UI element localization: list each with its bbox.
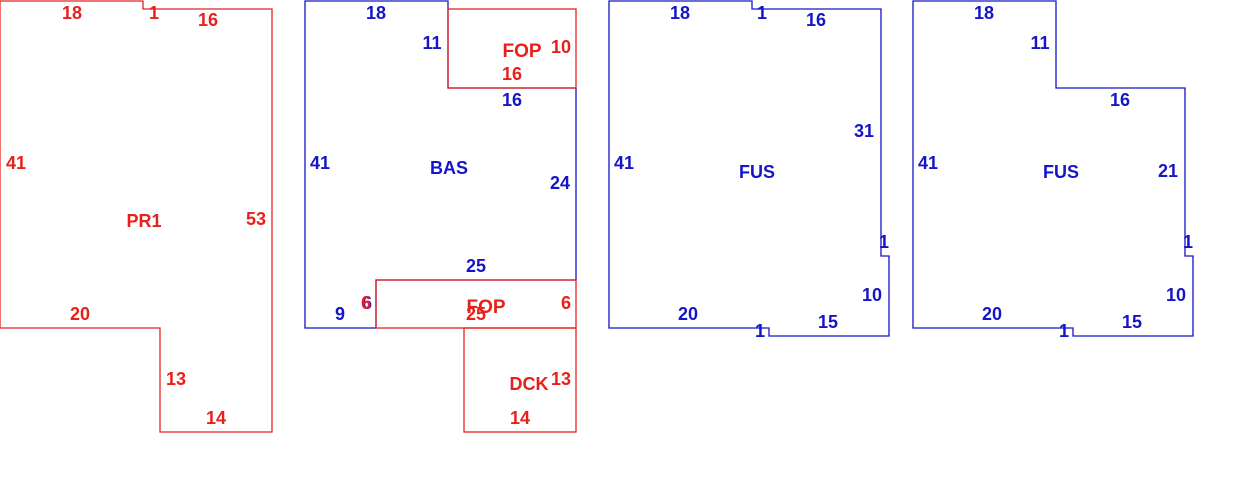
pr1-dim-right: 53: [246, 209, 266, 229]
dck-outline: [463, 327, 577, 433]
fus-a-outline: [608, 0, 890, 337]
dck-area-label: DCK: [510, 374, 549, 394]
bas-dim-inner-top: 16: [502, 90, 522, 110]
fus-b-dim-top: 18: [974, 3, 994, 23]
fus-b-dim-bottom-step: 1: [1059, 321, 1069, 341]
fus-b-dim-bottom-left: 20: [982, 304, 1002, 324]
fop-bottom-dim-bottom: 25: [466, 304, 486, 324]
fus-b-dim-notch-lower: 10: [1166, 285, 1186, 305]
pr1-dim-step: 1: [149, 3, 159, 23]
bas-dim-top: 18: [366, 3, 386, 23]
fus-b-dim-inner-top: 16: [1110, 90, 1130, 110]
fop-top-outline: [447, 8, 577, 89]
bas-dim-right: 24: [550, 173, 570, 193]
fop-bottom-area-label: FOP: [466, 297, 505, 318]
fus-a-dim-bottom-right: 15: [818, 312, 838, 332]
dck-dim-right: 13: [551, 369, 571, 389]
fop-bottom-dim-left: 6: [361, 293, 371, 313]
fus-b-area-label: FUS: [1043, 162, 1079, 182]
fus-a-dim-left: 41: [614, 153, 634, 173]
fus-a-dim-bottom-step: 1: [755, 321, 765, 341]
fop-top-dim-right: 10: [551, 37, 571, 57]
fus-a-dim-bottom-left: 20: [678, 304, 698, 324]
fus-a-dim-notch-lower: 10: [862, 285, 882, 305]
fop-top-dim-bottom: 16: [502, 64, 522, 84]
pr1-dim-bottom: 14: [206, 408, 226, 428]
bas-dim-bottom-segment: 9: [335, 304, 345, 324]
bas-dim-left: 41: [310, 153, 330, 173]
fus-a-dim-right: 31: [854, 121, 874, 141]
fus-a-area-label: FUS: [739, 162, 775, 182]
fop-top-area-label: FOP: [502, 41, 541, 62]
fus-a-dim-top-left: 18: [670, 3, 690, 23]
pr1-dim-top-left: 18: [62, 3, 82, 23]
fus-a-dim-top-right: 16: [806, 10, 826, 30]
fus-b-outline: [912, 0, 1194, 337]
bas-area-label: BAS: [430, 158, 468, 178]
pr1-outline: [0, 0, 273, 433]
pr1-dim-bottom-left: 20: [70, 304, 90, 324]
fus-b-dim-notch-side: 1: [1183, 232, 1193, 252]
fus-b-dim-inner-side: 11: [1030, 33, 1049, 53]
dck-dim-bottom: 14: [510, 408, 530, 428]
bas-dim-inner-side: 11: [422, 33, 441, 53]
fus-b-dim-left: 41: [918, 153, 938, 173]
fus-a-dim-notch-side: 1: [879, 232, 889, 252]
fus-a-dim-step: 1: [757, 3, 767, 23]
fop-bottom-dim-top: 25: [466, 256, 486, 276]
bas-dim-porch-side: 6: [362, 293, 372, 313]
pr1-dim-top-right: 16: [198, 10, 218, 30]
pr1-area-label: PR1: [126, 211, 161, 231]
fus-b-dim-right: 21: [1158, 161, 1178, 181]
fus-b-dim-bottom-right: 15: [1122, 312, 1142, 332]
pr1-dim-left: 41: [6, 153, 26, 173]
fop-bottom-dim-right: 6: [561, 293, 571, 313]
pr1-dim-inner-side: 13: [166, 369, 186, 389]
